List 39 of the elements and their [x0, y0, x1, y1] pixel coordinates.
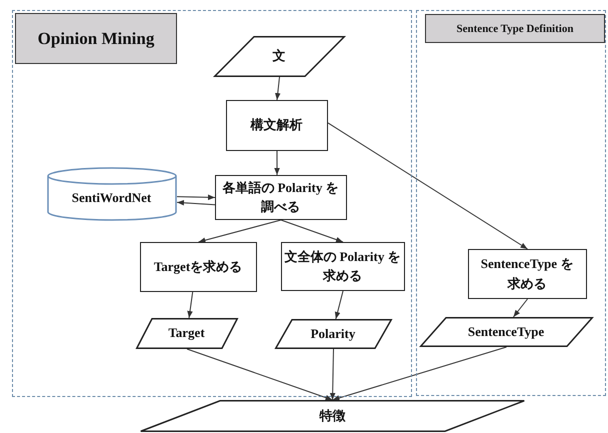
process-box: [140, 242, 256, 292]
arrow: [176, 200, 216, 206]
data-parallelogram: [214, 36, 344, 76]
process-box: [226, 100, 328, 150]
arrow: [198, 220, 282, 243]
data-parallelogram: [136, 318, 238, 348]
arrow: [176, 194, 216, 200]
node-label: 各単語の Polarity を調べる: [222, 178, 340, 216]
database-cylinder: [46, 168, 176, 220]
data-parallelogram: [274, 318, 392, 348]
node-label: 特徴: [320, 407, 346, 426]
data-parallelogram: [140, 400, 525, 432]
arrow: [187, 292, 194, 318]
node-label: SentenceType: [468, 322, 544, 341]
process-box: [214, 174, 346, 220]
dashed-panel: [416, 10, 606, 396]
process-box: [280, 242, 404, 290]
node-label: SentiWordNet: [72, 188, 152, 207]
arrow: [328, 122, 528, 250]
node-label: Polarity: [310, 324, 356, 343]
arrow: [334, 290, 344, 320]
node-label: 構文解析: [250, 116, 302, 134]
arrow: [512, 298, 528, 318]
arrow: [274, 76, 281, 100]
node-label: Targetを求める: [154, 258, 242, 276]
arrow: [186, 348, 333, 400]
arrow: [280, 220, 344, 242]
node-label: SentenceType を求める: [480, 255, 574, 292]
process-box: [468, 248, 586, 298]
arrow: [274, 150, 280, 176]
arrow: [332, 346, 507, 401]
node-label: 文全体の Polarity を求める: [284, 248, 402, 285]
node-label: Target: [168, 324, 205, 342]
node-label: 文: [272, 47, 286, 66]
data-parallelogram: [420, 316, 592, 346]
arrow: [330, 348, 336, 400]
panel-title: Sentence Type Definition: [425, 14, 605, 43]
dashed-panel: [12, 10, 412, 397]
panel-title: Opinion Mining: [15, 13, 177, 64]
